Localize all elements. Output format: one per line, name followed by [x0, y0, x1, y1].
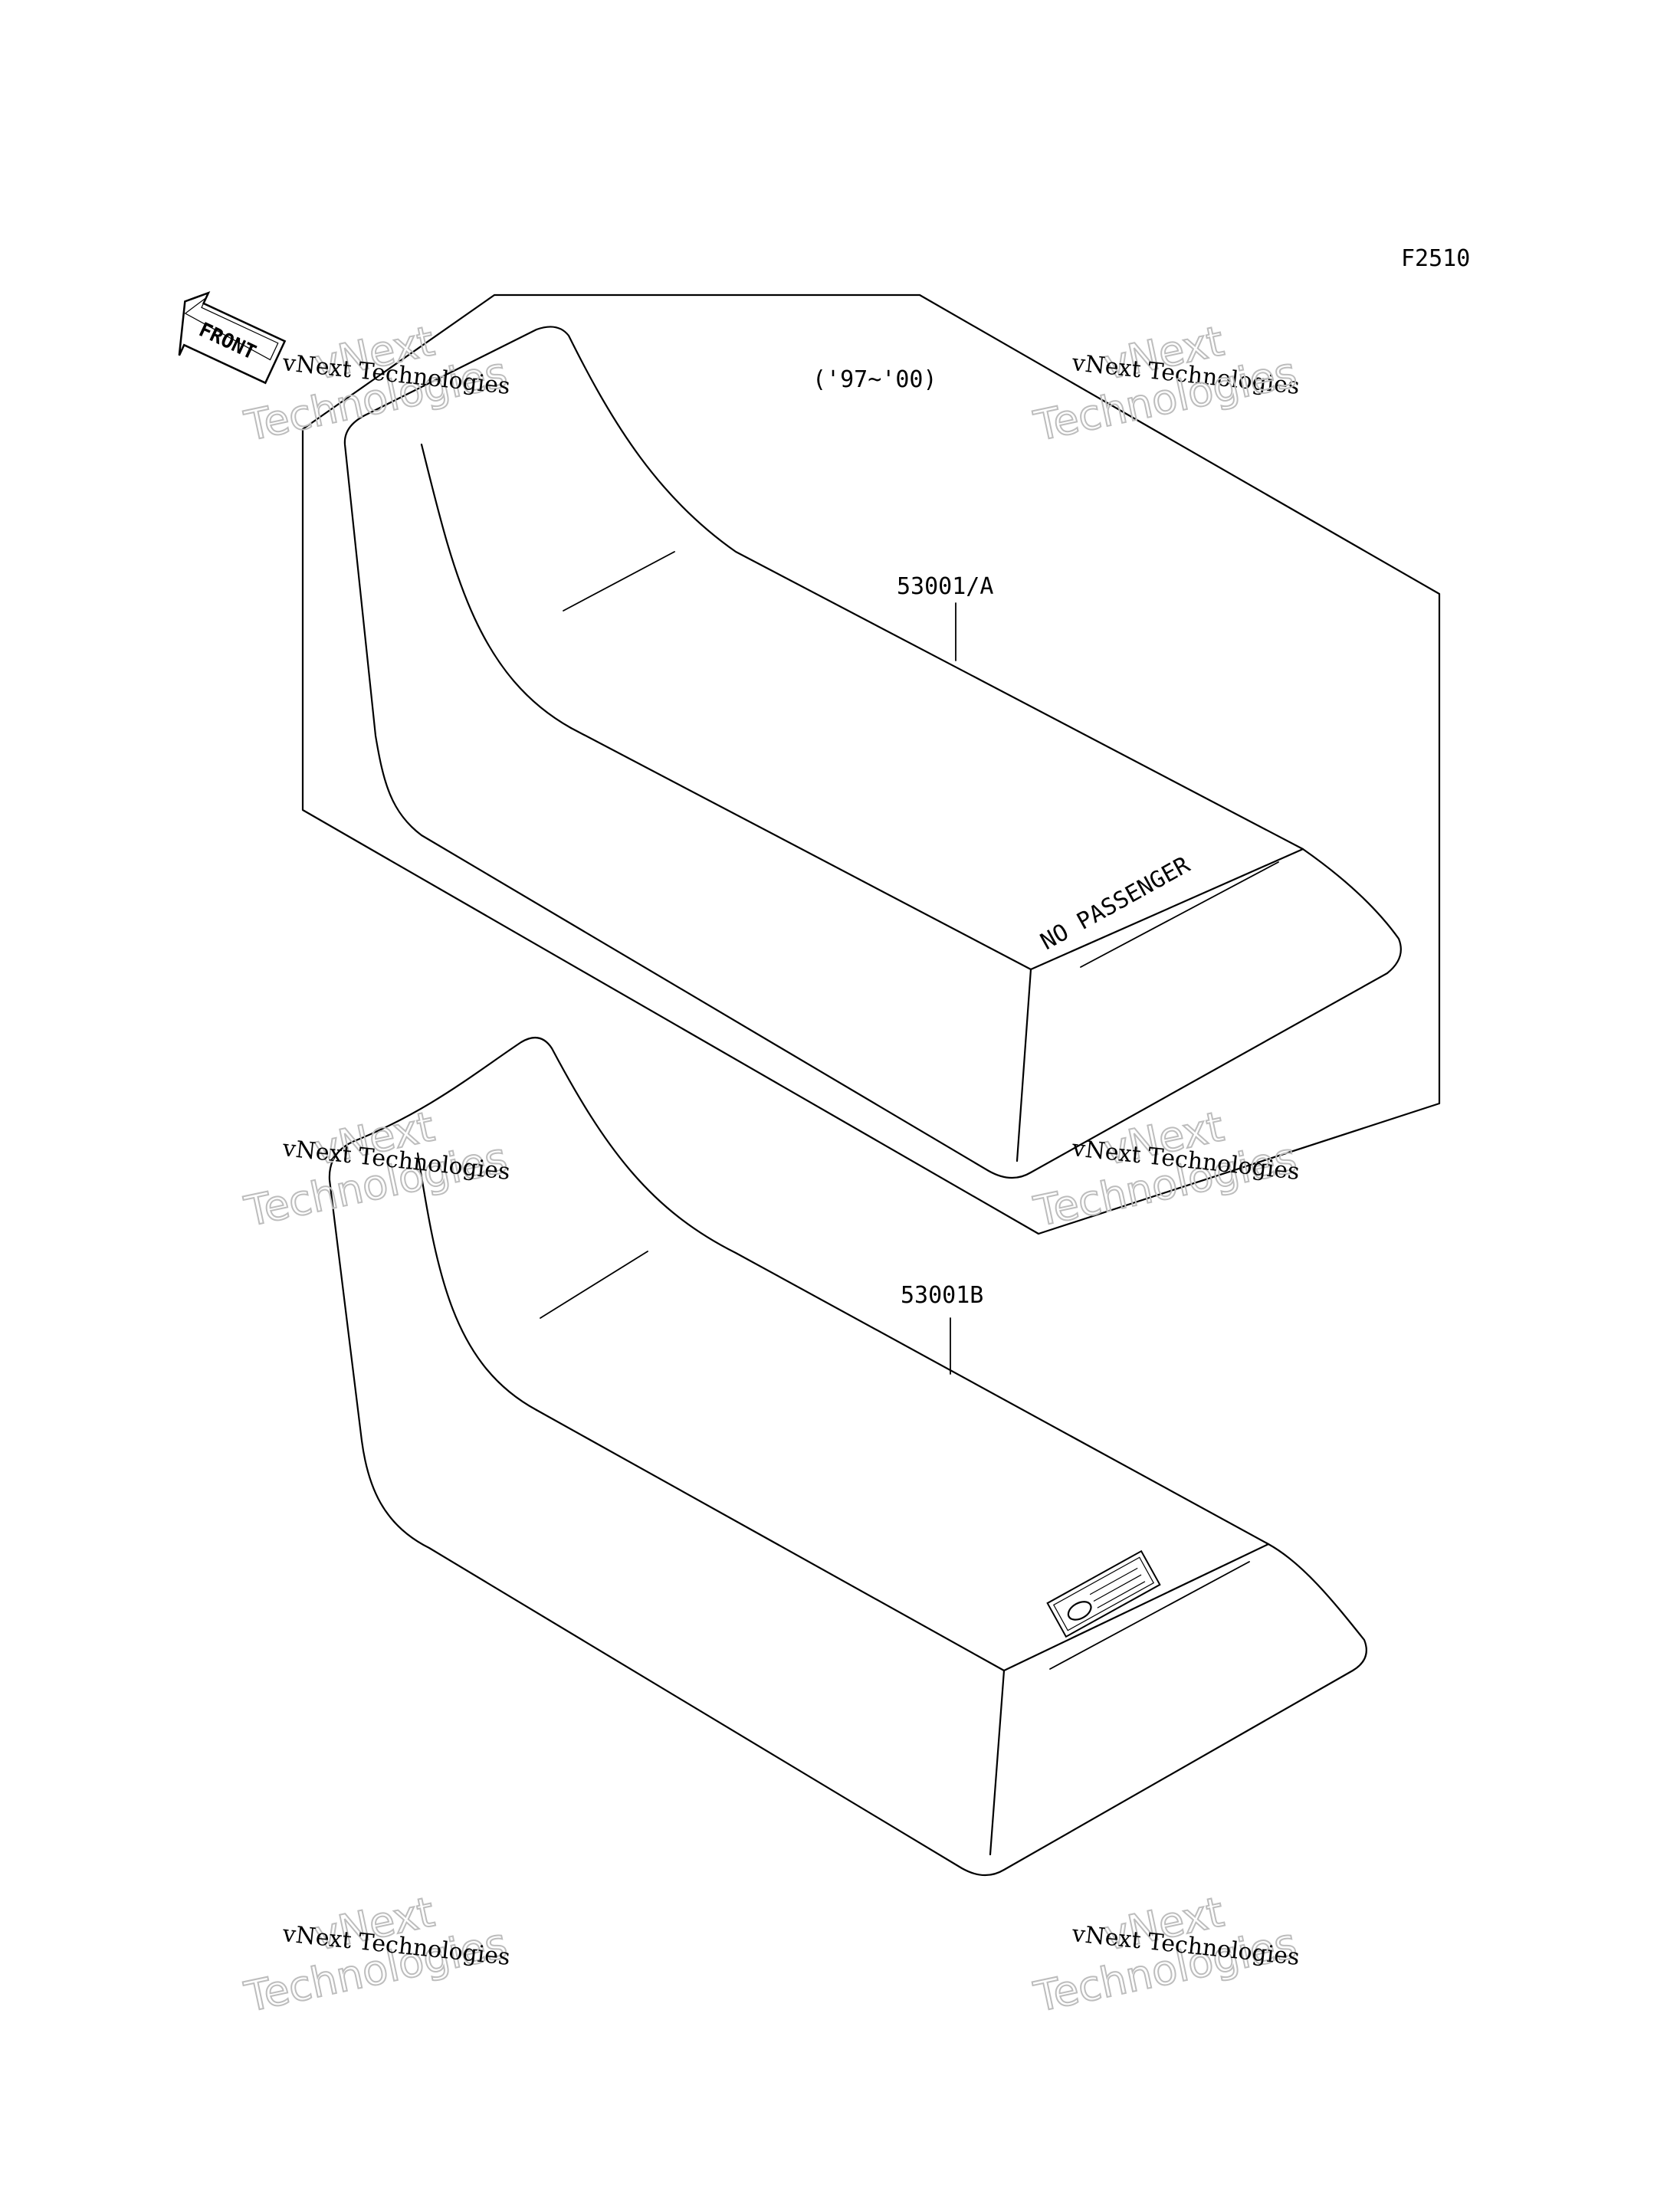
watermark-top-left: vNext Technologies vNext Technologies — [240, 316, 512, 451]
watermark-bottom-left: vNext Technologies vNext Technologies — [240, 1887, 512, 2022]
variant-group-outline — [301, 293, 1441, 1235]
watermark-bottom-right: vNext Technologies vNext Technologies — [1029, 1887, 1301, 2022]
watermark-top-right: vNext vNext Technologies Technologies — [1029, 316, 1301, 451]
watermark-mid-left: vNext Technologies vNext Technologies — [240, 1101, 512, 1237]
front-arrow-icon: FRONT — [178, 291, 287, 385]
warning-label-sticker-icon — [1046, 1549, 1161, 1638]
year-range: ('97~'00) — [812, 366, 937, 393]
figure-code: F2510 — [1401, 245, 1470, 272]
watermark-mid-right: vNext Technologies vNext Technologies — [1029, 1101, 1301, 1237]
seat-53001b — [328, 1036, 1367, 1877]
part-number-53001b: 53001B — [901, 1282, 983, 1309]
seat-53001a: NO PASSENGER — [343, 326, 1402, 1179]
part-number-53001a: 53001/A — [897, 573, 993, 600]
seat-marking-no-passenger: NO PASSENGER — [1036, 851, 1195, 956]
